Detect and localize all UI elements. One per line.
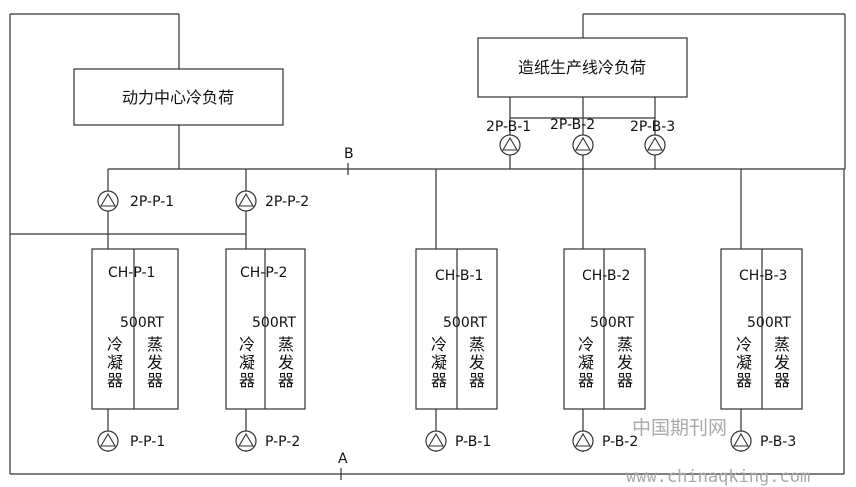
watermark-url: www.chinaqking.com	[626, 467, 810, 487]
evaporator-char: 蒸	[147, 335, 163, 354]
evaporator-char: 发	[774, 353, 790, 372]
condenser-char: 凝	[736, 353, 752, 372]
pump-label-p-b-1: P-B-1	[455, 434, 491, 450]
evaporator-char: 器	[774, 371, 790, 390]
evaporator-char: 器	[469, 371, 485, 390]
chiller-capacity: 500RT	[252, 315, 296, 331]
evaporator-char: 发	[278, 353, 294, 372]
evaporator-char: 发	[617, 353, 633, 372]
pump-label-2p-p-2: 2P-P-2	[265, 194, 309, 210]
condenser-char: 凝	[431, 353, 447, 372]
condenser-char: 器	[578, 371, 594, 390]
condenser-char: 冷	[239, 335, 255, 354]
condenser-char: 冷	[736, 335, 752, 354]
condenser-char: 冷	[578, 335, 594, 354]
condenser-char: 冷	[107, 335, 123, 354]
pump-label-2p-p-1: 2P-P-1	[130, 194, 174, 210]
condenser-char: 凝	[239, 353, 255, 372]
condenser-char: 凝	[107, 353, 123, 372]
pump-icon	[97, 190, 119, 212]
paper-line-load-box	[477, 37, 688, 98]
pump-icon	[425, 430, 447, 452]
evaporator-char: 发	[147, 353, 163, 372]
pump-icon	[499, 134, 521, 156]
pump-label-p-b-2: P-B-2	[602, 434, 638, 450]
chiller-capacity: 500RT	[120, 315, 164, 331]
pump-icon	[572, 134, 594, 156]
pump-label-p-b-3: P-B-3	[760, 434, 796, 450]
chiller-capacity: 500RT	[747, 315, 791, 331]
evaporator-char: 器	[617, 371, 633, 390]
condenser-char: 凝	[578, 353, 594, 372]
chiller-ch-p-1: CH-P-1 500RT 冷 凝 器 蒸 发 器	[91, 248, 179, 410]
pump-label-p-p-1: P-P-1	[130, 434, 165, 450]
pump-icon	[730, 430, 752, 452]
pump-label-2p-b-2: 2P-B-2	[550, 117, 595, 133]
pump-label-2p-b-1: 2P-B-1	[486, 119, 531, 135]
pump-label-2p-b-3: 2P-B-3	[630, 119, 675, 135]
chiller-name: CH-B-2	[582, 268, 630, 284]
power-center-load-label: 动力中心冷负荷	[122, 88, 234, 107]
evaporator-char: 器	[147, 371, 163, 390]
pump-icon	[97, 430, 119, 452]
chiller-name: CH-B-1	[435, 268, 483, 284]
watermark-cn: 中国期刊网	[632, 417, 727, 439]
chiller-name: CH-P-2	[240, 265, 287, 281]
evaporator-char: 蒸	[774, 335, 790, 354]
paper-line-load-label: 造纸生产线冷负荷	[518, 58, 646, 77]
chiller-ch-b-3: CH-B-3 500RT 冷 凝 器 蒸 发 器	[720, 248, 803, 410]
pump-icon	[235, 190, 257, 212]
chiller-capacity: 500RT	[590, 315, 634, 331]
node-a-label: A	[338, 451, 348, 467]
pump-label-p-p-2: P-P-2	[265, 434, 300, 450]
chiller-ch-b-2: CH-B-2 500RT 冷 凝 器 蒸 发 器	[563, 248, 646, 410]
evaporator-char: 蒸	[469, 335, 485, 354]
condenser-char: 器	[239, 371, 255, 390]
node-b-label: B	[344, 146, 354, 162]
pump-icon	[572, 430, 594, 452]
power-center-load-box	[73, 68, 284, 126]
chiller-ch-b-1: CH-B-1 500RT 冷 凝 器 蒸 发 器	[415, 248, 498, 410]
condenser-char: 器	[431, 371, 447, 390]
chiller-ch-p-2: CH-P-2 500RT 冷 凝 器 蒸 发 器	[225, 248, 306, 410]
chiller-capacity: 500RT	[443, 315, 487, 331]
evaporator-char: 蒸	[278, 335, 294, 354]
pump-icon	[235, 430, 257, 452]
evaporator-char: 发	[469, 353, 485, 372]
evaporator-char: 器	[278, 371, 294, 390]
condenser-char: 器	[736, 371, 752, 390]
condenser-char: 器	[107, 371, 123, 390]
evaporator-char: 蒸	[617, 335, 633, 354]
chiller-name: CH-P-1	[108, 265, 155, 281]
chiller-name: CH-B-3	[739, 268, 787, 284]
pump-icon	[644, 134, 666, 156]
condenser-char: 冷	[431, 335, 447, 354]
